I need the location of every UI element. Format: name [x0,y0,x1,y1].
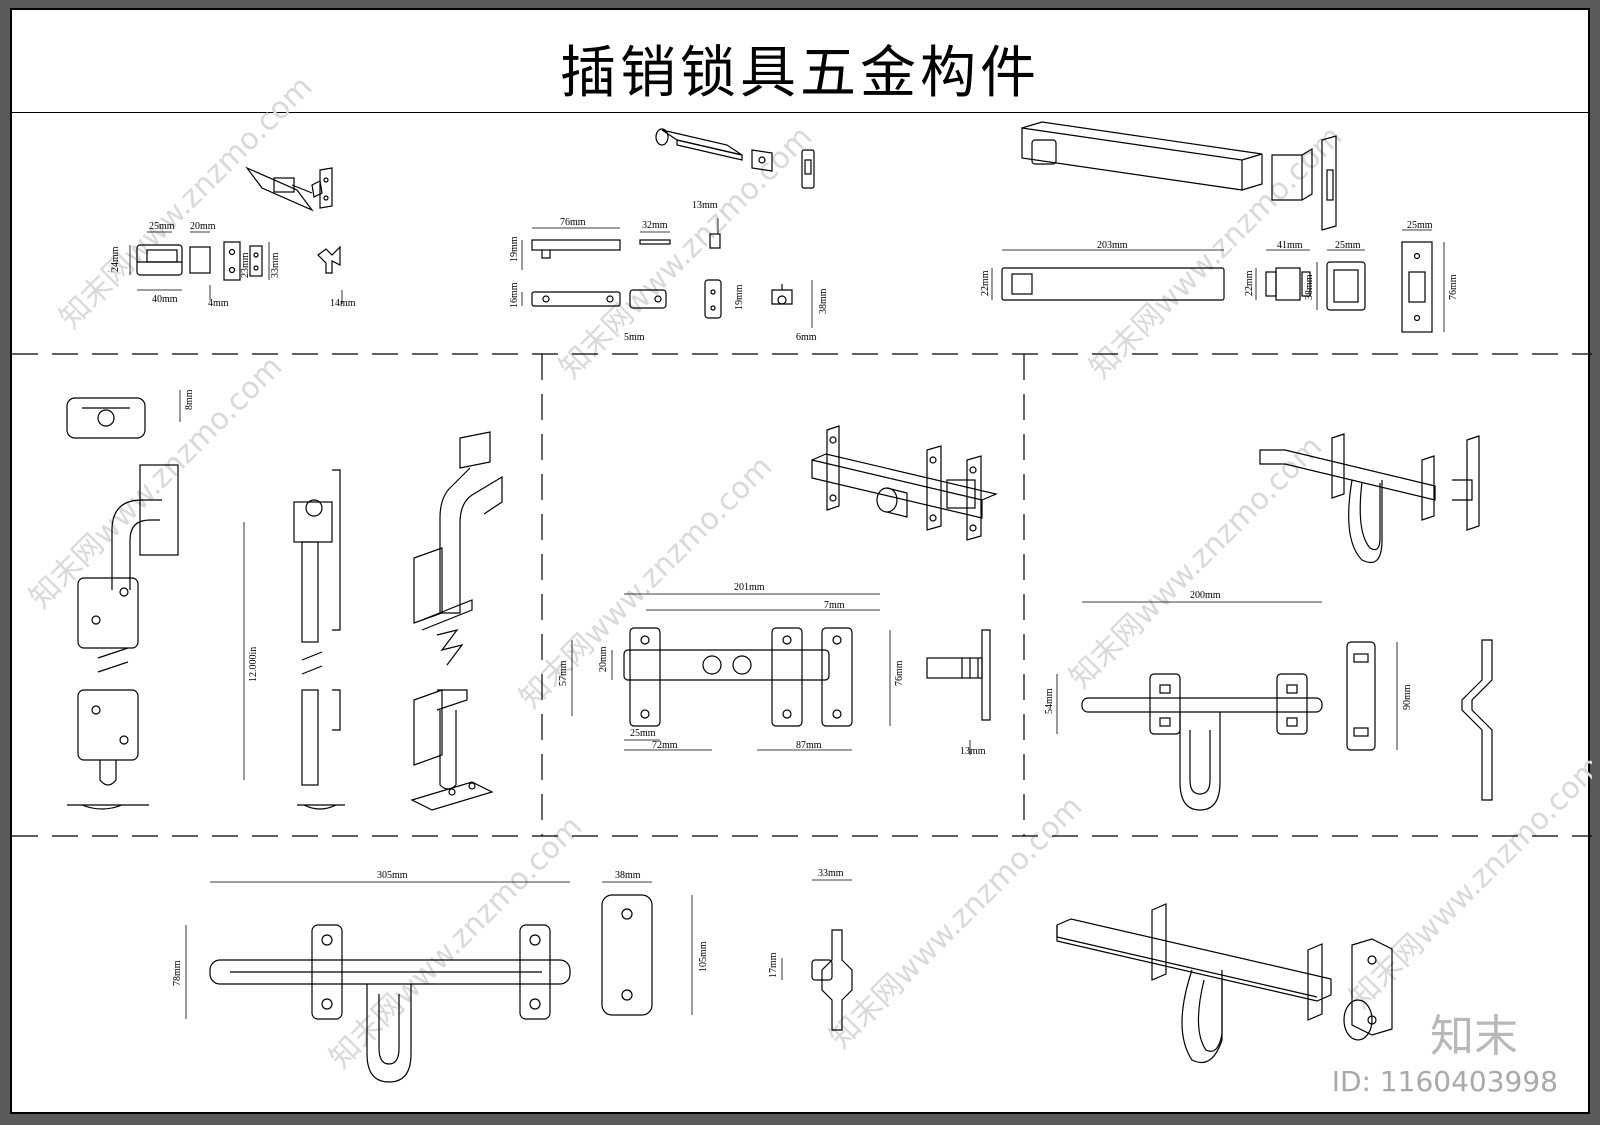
dim-label: 200mm [1190,590,1221,601]
dim-label: 305mm [377,870,408,881]
large-sliding-bolt-group [185,879,853,1083]
cane-bolt-group [66,390,503,811]
guard-bolt-front [623,627,853,727]
dim-label: 20mm [598,646,609,672]
dim-label: 25mm [149,221,175,232]
dim-label: 19mm [509,236,520,262]
swing-bolt-group [1056,433,1493,811]
dim-label: 19mm [734,284,745,310]
section-dividers [12,353,1592,837]
dim-label: 90mm [1402,684,1413,710]
dim-label: 24mm [110,246,121,272]
watermark: 知末网www.znzmo.com [323,809,589,1075]
dim-label: 40mm [152,294,178,305]
dim-label: 13mm [960,746,986,757]
dim-label: 76mm [1448,274,1459,300]
guard-bolt-side [926,629,991,721]
cane-bolt-iso [410,431,503,811]
dim-label: 6mm [796,332,817,343]
dim-label: 33mm [818,868,844,879]
small-barrel-bolt-group [129,166,343,304]
dim-label: 54mm [1044,688,1055,714]
dim-label: 76mm [560,217,586,228]
large-bolt-front [209,894,853,1083]
hardware-drawing-canvas: 知末网www.znzmo.com 知末网www.znzmo.com 知末网www… [12,69,1592,1083]
dim-label: 87mm [796,740,822,751]
dim-label: 76mm [894,660,905,686]
long-bolt-elevation [1001,241,1433,333]
dim-label: 25mm [630,728,656,739]
dim-label: 25mm [1335,240,1361,251]
cane-bolt-dims [179,390,245,780]
dim-label: 57mm [558,660,569,686]
cane-bolt-side [293,469,345,810]
dim-label: 32mm [642,220,668,231]
dim-label: 8mm [184,389,195,410]
dim-label: 41mm [1277,240,1303,251]
dim-label: 201mm [734,582,765,593]
dim-label: 14mm [330,298,356,309]
dim-label: 4mm [208,298,229,309]
large-bolt-dims [185,879,852,1019]
dim-label: 7mm [824,600,845,611]
dim-label: 38mm [818,288,829,314]
image-id-label: ID: 1160403998 [1331,1065,1558,1098]
small-bolt-dims [129,231,343,304]
guard-bolt-dims [571,593,971,755]
brand-watermark: 知末 [1430,1011,1518,1062]
large-swing-bolt-iso-group [1056,903,1393,1064]
dim-label: 22mm [980,270,991,296]
drawing-title: 插销锁具五金构件 [560,41,1040,106]
watermark: 知末网www.znzmo.com [1083,119,1349,385]
long-bolt-iso [1021,121,1337,231]
long-bolt-dims [991,229,1445,332]
dim-label: 22mm [1244,270,1255,296]
dim-label: 20mm [190,221,216,232]
watermark: 知末网www.znzmo.com [1343,749,1592,1015]
dim-label: 13mm [692,200,718,211]
dim-label: 5mm [624,332,645,343]
watermark: 知末网www.znzmo.com [553,119,819,385]
watermark: 知末网www.znzmo.com [53,69,319,335]
swing-bolt-front [1081,639,1493,811]
dim-label: 78mm [172,960,183,986]
door-guard-bolt-group [571,425,998,755]
dim-label: 33mm [270,252,281,278]
watermark-layer: 知末网www.znzmo.com 知末网www.znzmo.com 知末网www… [23,69,1592,1075]
flush-bolt-group [521,128,815,328]
dim-label: 38mm [1304,274,1315,300]
barrel-bolt-front [136,241,341,281]
dim-label: 38mm [615,870,641,881]
drawing-sheet: 插销锁具五金构件 知末网www.znzmo.com 知末网www.znzmo.c… [10,8,1592,1114]
long-door-bolt-group [991,121,1445,333]
dim-label: 16mm [509,282,520,308]
flush-bolt-iso [655,128,815,189]
swing-bolt-iso [1259,433,1480,564]
flush-bolt-dims [521,218,813,328]
guard-bolt-iso [811,425,998,541]
watermark: 知末网www.znzmo.com [23,349,289,615]
dim-label: 72mm [652,740,678,751]
dim-label: 203mm [1097,240,1128,251]
dim-label: 105mm [698,941,709,972]
dim-label: 17mm [768,952,779,978]
watermark: 知末网www.znzmo.com [1063,429,1329,695]
cane-bolt-keeper [66,397,146,439]
dimension-labels: 25mm 20mm 24mm 23mm 33mm 40mm 4mm 14mm 7… [110,200,1459,986]
dim-label: 12.000in [248,647,259,682]
title-bar: 插销锁具五金构件 [12,10,1588,113]
dim-label: 25mm [1407,220,1433,231]
flush-bolt-elevation [531,233,793,319]
dim-label: 23mm [240,252,251,278]
watermark: 知末网www.znzmo.com [823,789,1089,1055]
cane-bolt-front [67,464,179,810]
swing-bolt-dims [1056,601,1398,750]
barrel-bolt-iso [245,166,333,212]
